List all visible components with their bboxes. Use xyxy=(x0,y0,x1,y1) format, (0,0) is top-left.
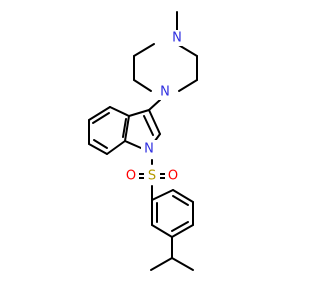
bond-c7-c7a xyxy=(106,140,126,155)
bond-ph-4-double xyxy=(171,221,189,232)
bond-pip-3 xyxy=(178,79,198,92)
atom-o-right: O xyxy=(165,168,181,184)
bond-c3-c2 xyxy=(148,109,161,135)
atom-n-piperazine-bottom: N xyxy=(157,84,173,100)
bond-c3a-c7a xyxy=(124,115,130,142)
atom-n-indole: N xyxy=(141,140,157,158)
bond-c3a-c3 xyxy=(128,109,150,117)
svg-text:N: N xyxy=(160,85,170,100)
molecule-canvas: N N N S O O xyxy=(88,11,198,271)
bond-isopropyl-left xyxy=(150,257,173,271)
atom-n-piperazine-top: N xyxy=(169,30,185,46)
bond-isopropyl-right xyxy=(171,257,194,271)
molecule-structure: N N N S O O xyxy=(88,11,198,271)
bond-c3a-c4 xyxy=(109,106,130,117)
bond-c7a-double xyxy=(122,118,127,138)
bond-c6-c7 xyxy=(88,143,108,155)
bond-pip-4 xyxy=(133,79,152,92)
bond-ph-2 xyxy=(172,189,194,203)
atom-o-left: O xyxy=(123,168,139,184)
bond-c4-c5-double xyxy=(92,112,110,124)
bond-ph-4 xyxy=(171,224,194,238)
bond-ph-1 xyxy=(151,189,174,201)
bond-pip-6 xyxy=(133,43,155,57)
svg-text:N: N xyxy=(172,31,182,46)
bond-n1-c7a xyxy=(124,140,142,149)
svg-text:S: S xyxy=(148,169,156,184)
atom-s-sulfonyl: S xyxy=(144,168,160,184)
bond-c3-c2-double xyxy=(143,115,154,136)
bond-pip-indole xyxy=(148,99,161,111)
bond-c4-c5 xyxy=(88,106,111,121)
bond-ph-5 xyxy=(151,224,173,238)
bond-ph-2-double xyxy=(172,195,189,206)
svg-text:O: O xyxy=(168,169,178,184)
svg-text:N: N xyxy=(144,142,154,157)
svg-text:O: O xyxy=(126,169,136,184)
bond-c6-c7-double xyxy=(93,139,108,149)
